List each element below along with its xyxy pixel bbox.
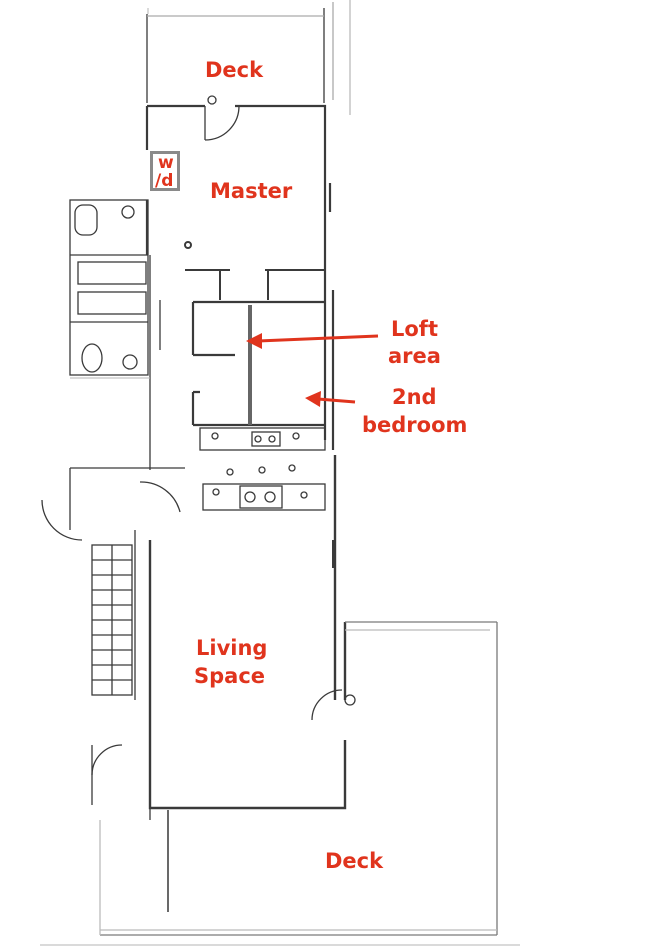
loft-label-line2: area [388, 344, 441, 368]
master-door [204, 95, 240, 141]
lower-left-door [91, 744, 123, 805]
bottom-deck-outline [99, 621, 498, 936]
bedroom2-label-line1: 2nd [392, 385, 437, 409]
bedroom2-label-line2: bedroom [362, 413, 468, 437]
faint-traces [40, 8, 520, 946]
wd-label-line2: /d [155, 171, 174, 191]
wd-label-line1: w [158, 153, 174, 173]
top-deck-outline [146, 0, 351, 115]
living-door [311, 689, 356, 721]
deck-top-label: Deck [205, 58, 264, 82]
master-lower-walls [184, 241, 325, 300]
bath-block [69, 199, 161, 470]
living-label-line1: Living [196, 636, 268, 660]
kitchen-island [202, 464, 326, 511]
living-label-line2: Space [194, 664, 266, 688]
loft-label-line1: Loft [391, 317, 438, 341]
deck-bottom-label: Deck [325, 849, 384, 873]
entry-area [41, 467, 185, 820]
loft-arrow [246, 333, 379, 349]
kitchen-counter [199, 427, 326, 451]
bedroom-arrow [305, 391, 356, 407]
loft-bedroom-walls [191, 300, 325, 427]
stairs [91, 544, 133, 696]
living-walls [148, 455, 347, 810]
master-label: Master [210, 179, 293, 203]
washer-dryer-box [150, 151, 180, 191]
upper-walls [145, 104, 335, 450]
